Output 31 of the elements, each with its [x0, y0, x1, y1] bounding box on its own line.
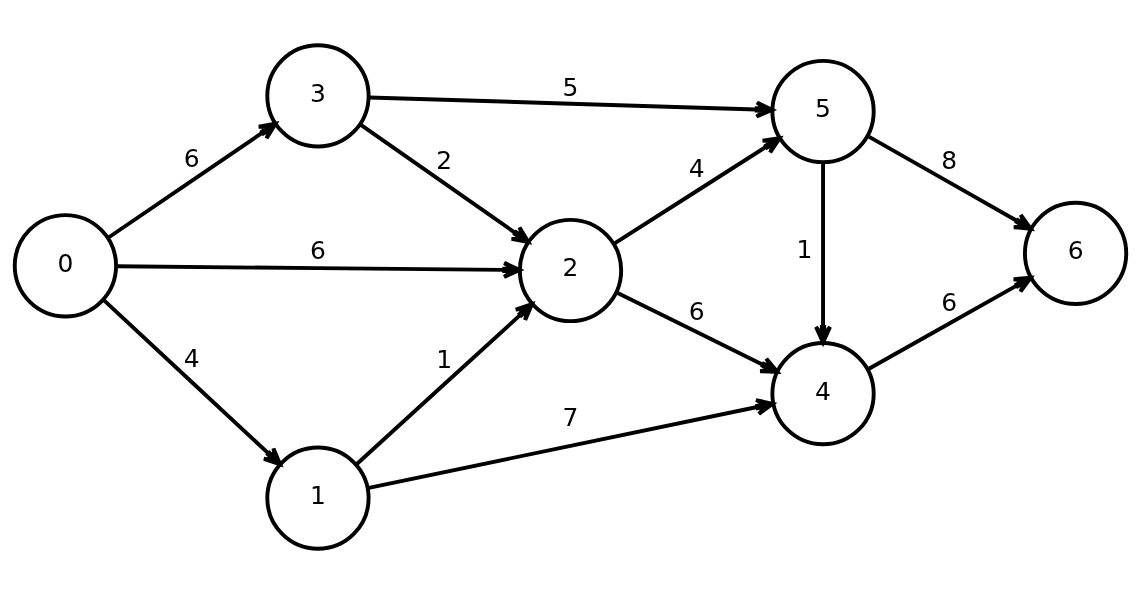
arrow [355, 302, 534, 466]
node-circle: 2 [517, 217, 624, 324]
arrow [101, 298, 283, 467]
edge-label: 6 [941, 287, 958, 317]
edge-label: 4 [688, 153, 705, 183]
arrow [368, 95, 775, 119]
arrow [107, 121, 278, 240]
edge-label: 8 [941, 145, 958, 175]
edge-label: 6 [310, 236, 326, 266]
edge-label: 7 [562, 403, 579, 433]
edge-label: 2 [436, 145, 453, 175]
edge-label: 5 [562, 72, 579, 102]
arrow [615, 290, 780, 374]
arrow [367, 398, 775, 490]
node-circle: 0 [12, 213, 119, 319]
arrow [359, 122, 531, 244]
arrow [612, 136, 782, 246]
node-circle: 6 [1022, 200, 1129, 306]
node-circle: 5 [770, 58, 876, 165]
edge-label: 4 [183, 343, 200, 373]
node-circle: 3 [265, 43, 371, 149]
node-circle: 1 [265, 445, 371, 551]
edge-label: 6 [688, 297, 705, 327]
arrow [116, 260, 522, 279]
node-circle: 4 [770, 341, 876, 447]
edge-label: 6 [183, 144, 200, 174]
arrow [866, 134, 1033, 231]
arrow [867, 275, 1033, 371]
edge-label: 1 [436, 345, 453, 375]
edge-label: 1 [796, 235, 813, 265]
arrow [814, 162, 832, 345]
